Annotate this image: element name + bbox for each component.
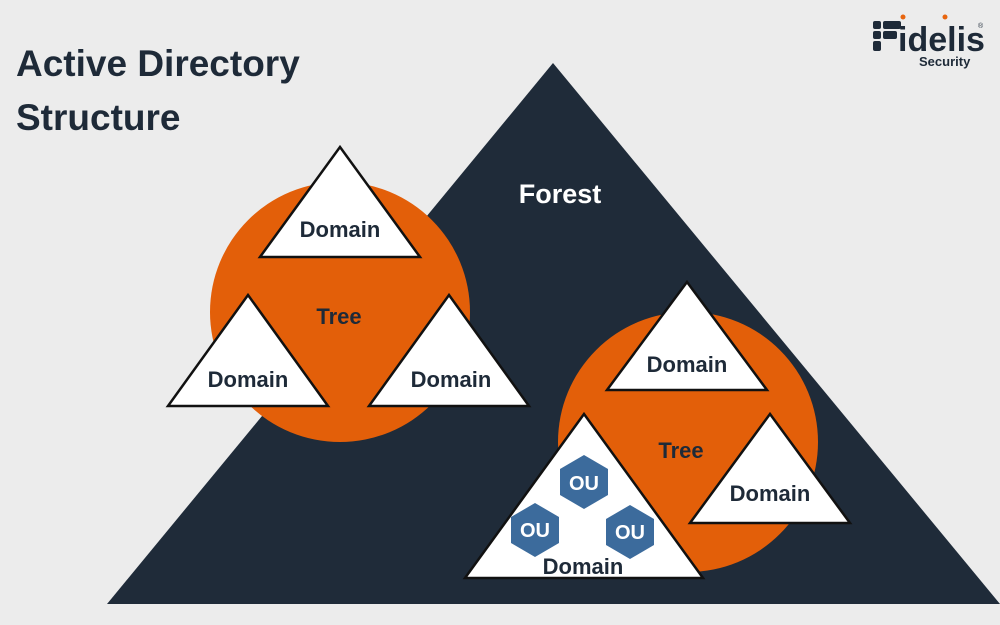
logo-subtitle: Security xyxy=(919,54,971,69)
tree-1-domain-right xyxy=(366,292,532,408)
tree-2: Tree Domain Domain Domain OU OU OU xyxy=(462,279,853,580)
logo-f-mark xyxy=(873,14,948,51)
tree-2-domain-top-label: Domain xyxy=(647,352,728,377)
forest-label: Forest xyxy=(519,179,602,209)
tree-2-domain-right xyxy=(687,411,853,525)
ou-label-left: OU xyxy=(520,520,550,542)
ou-domain-label: Domain xyxy=(543,554,624,579)
ou-hexagon-top: OU xyxy=(560,455,608,509)
ou-hexagon-icon xyxy=(560,455,608,509)
logo-registered: ® xyxy=(978,22,984,30)
tree-1-domain-top xyxy=(257,144,423,259)
tree-1: Tree Domain Domain Domain xyxy=(165,144,532,442)
tree-1-domain-top-label: Domain xyxy=(300,217,381,242)
title-line-2: Structure xyxy=(16,97,180,138)
tree-2-label: Tree xyxy=(658,438,703,463)
logo-wordmark: idelis xyxy=(898,21,985,59)
ou-label-top: OU xyxy=(569,473,599,495)
ou-hexagon-left: OU xyxy=(511,503,559,557)
tree-2-domain-right-label: Domain xyxy=(730,481,811,506)
tree-2-domain-top xyxy=(604,279,770,392)
tree-1-domain-right-label: Domain xyxy=(411,367,492,392)
tree-1-label: Tree xyxy=(316,304,361,329)
tree-1-domain-left-label: Domain xyxy=(208,367,289,392)
title-line-1: Active Directory xyxy=(16,43,300,84)
ou-hexagon-icon xyxy=(606,505,654,559)
ou-domain: Domain OU OU OU xyxy=(462,411,706,580)
ou-label-right: OU xyxy=(615,522,645,544)
tree-1-domain-left xyxy=(165,292,331,408)
fidelis-logo: idelis ® Security xyxy=(873,14,985,69)
ou-hexagon-icon xyxy=(511,503,559,557)
ou-hexagon-right: OU xyxy=(606,505,654,559)
